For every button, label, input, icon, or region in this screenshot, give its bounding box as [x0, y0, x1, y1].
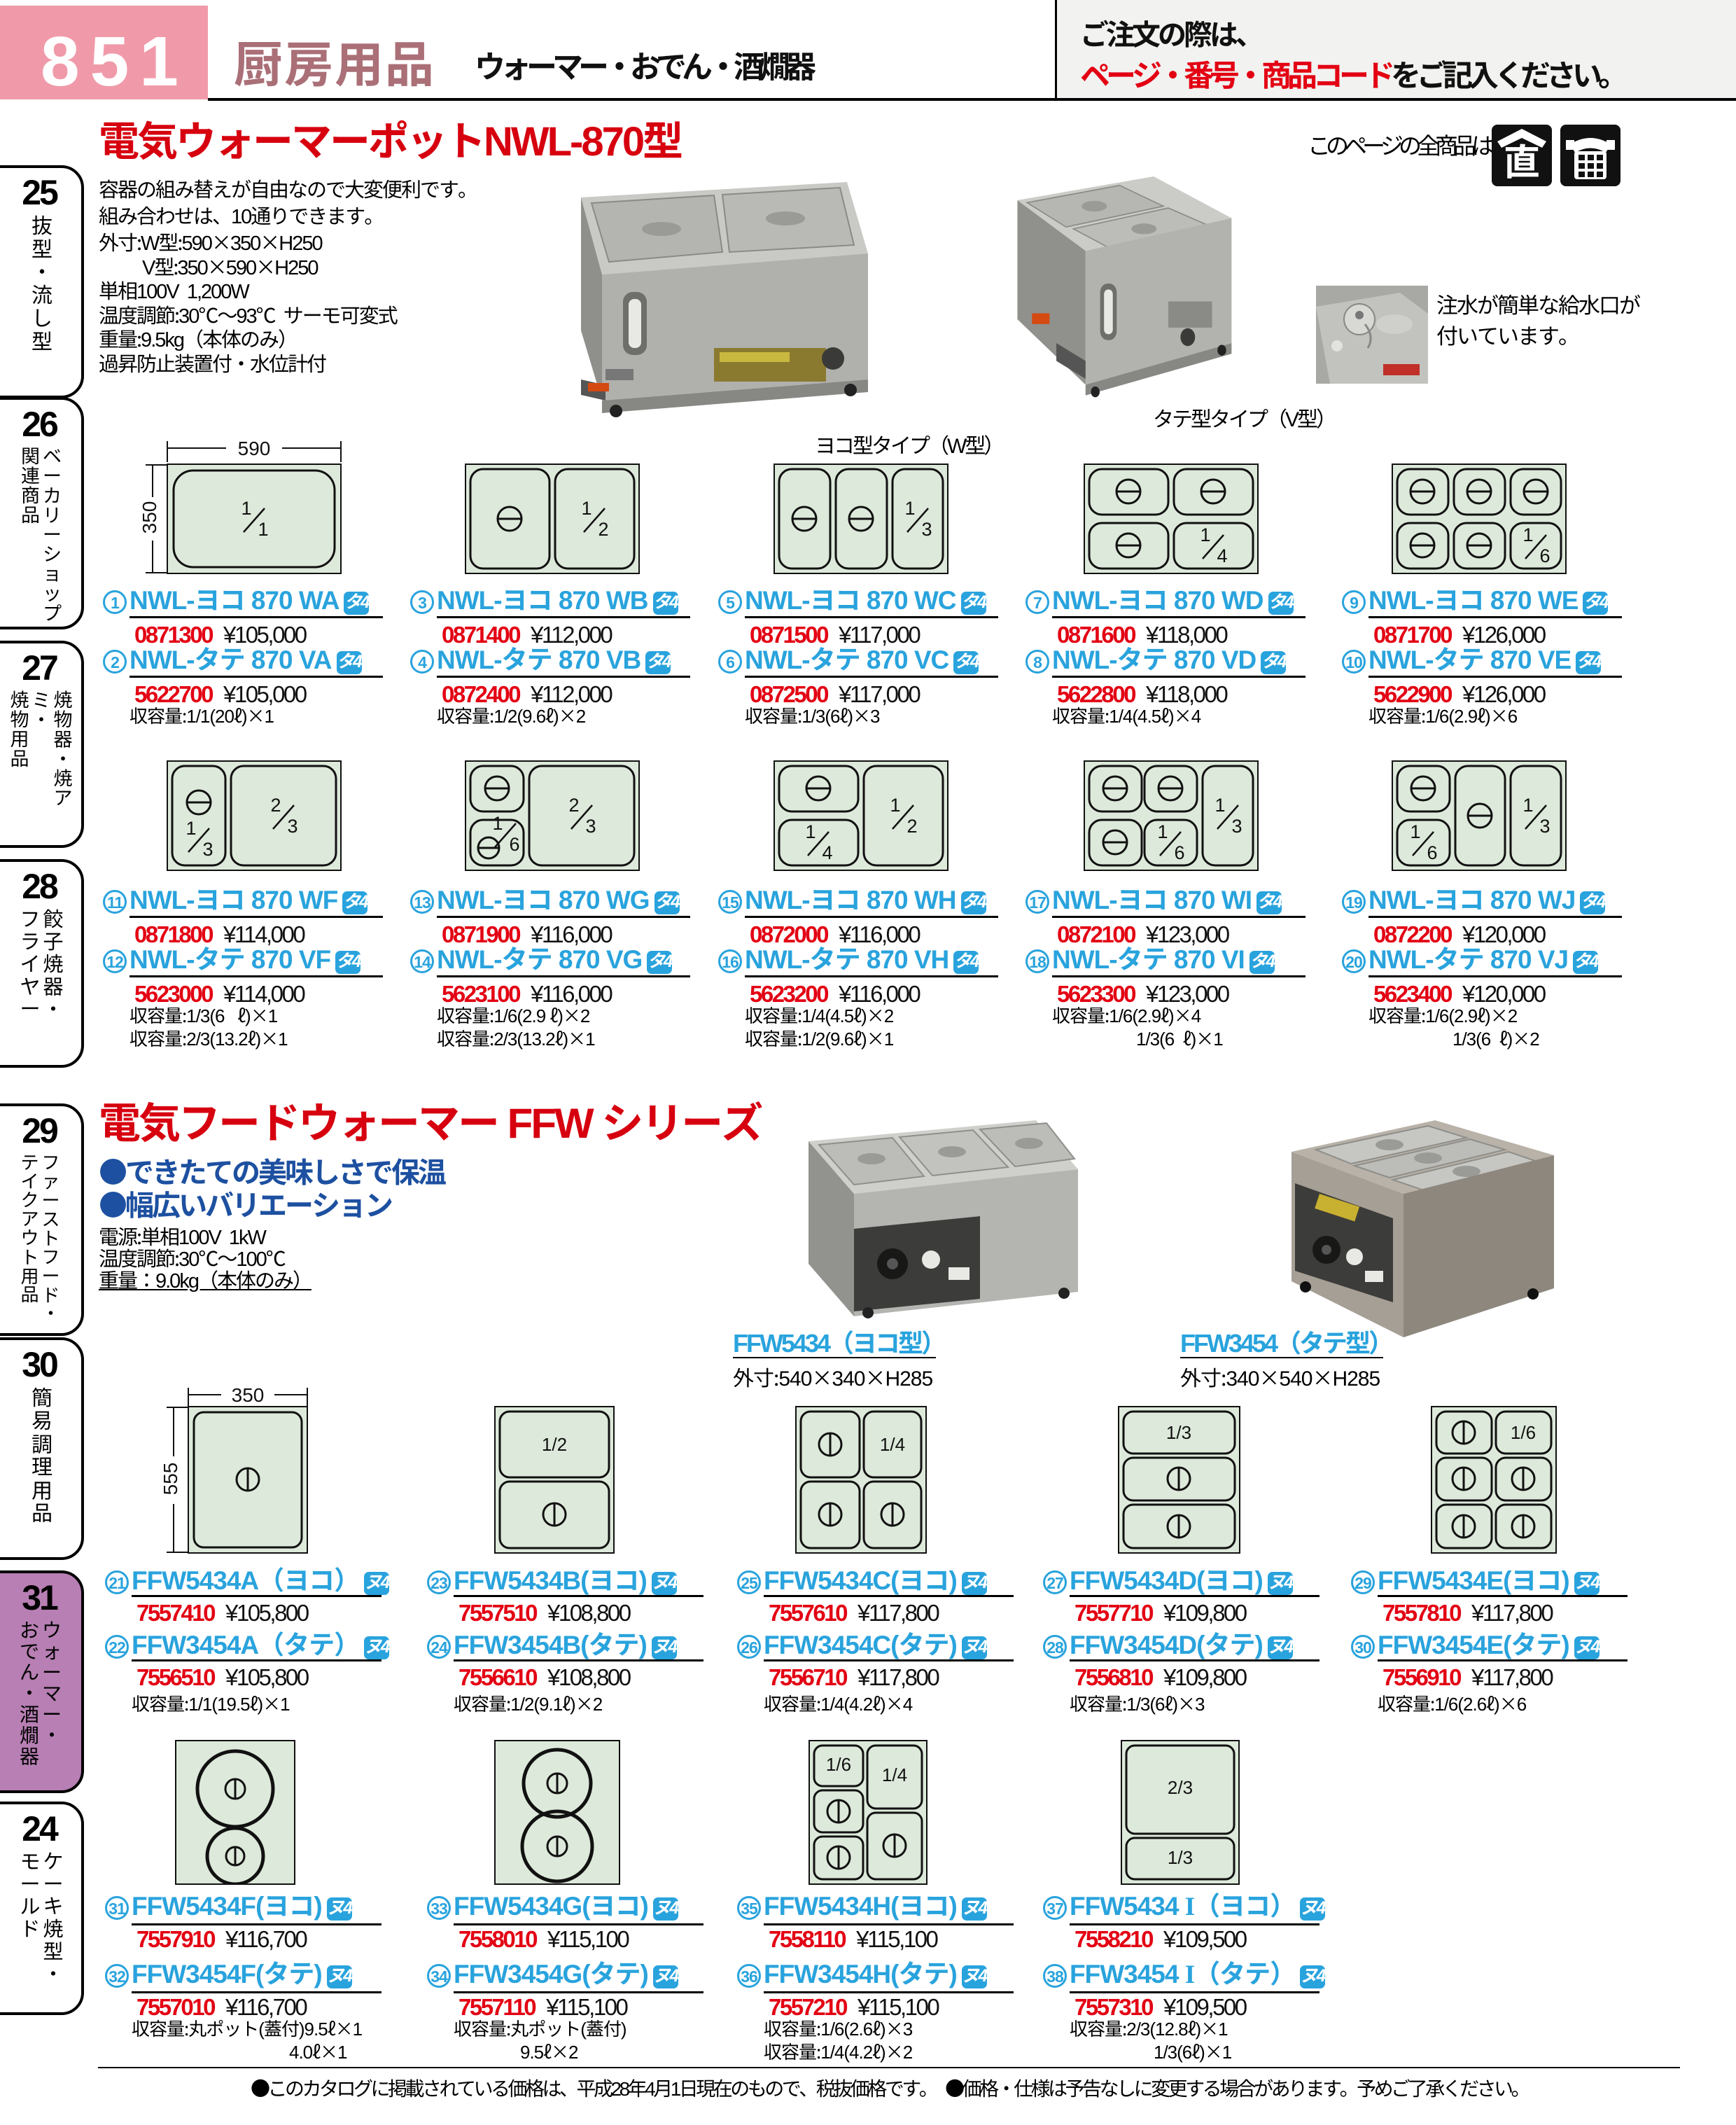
svg-text:3: 3: [1231, 816, 1242, 837]
svg-text:3: 3: [1539, 816, 1550, 837]
svg-text:1: 1: [1157, 821, 1168, 842]
svg-text:1/4: 1/4: [882, 1764, 907, 1785]
svg-text:555: 555: [160, 1463, 181, 1496]
svg-text:1/2: 1/2: [542, 1434, 567, 1455]
svg-text:3: 3: [202, 839, 213, 860]
svg-text:1: 1: [492, 813, 503, 834]
svg-text:1: 1: [890, 795, 900, 816]
svg-text:590: 590: [238, 438, 271, 459]
svg-text:3: 3: [287, 816, 298, 837]
svg-text:6: 6: [1174, 842, 1184, 863]
svg-text:2/3: 2/3: [1168, 1777, 1193, 1798]
svg-text:1/6: 1/6: [826, 1754, 851, 1775]
svg-text:1/3: 1/3: [1168, 1847, 1193, 1868]
svg-text:350: 350: [139, 501, 160, 534]
svg-text:4: 4: [1217, 545, 1227, 566]
svg-text:2: 2: [270, 795, 281, 816]
svg-text:1: 1: [805, 821, 816, 842]
svg-text:1: 1: [241, 498, 251, 519]
svg-text:1: 1: [186, 818, 196, 839]
svg-text:1/3: 1/3: [1166, 1422, 1191, 1443]
svg-text:2: 2: [598, 519, 608, 540]
svg-text:3: 3: [921, 519, 932, 540]
svg-text:6: 6: [1539, 545, 1550, 566]
svg-text:2: 2: [568, 795, 579, 816]
svg-text:6: 6: [1427, 842, 1437, 863]
svg-text:2: 2: [906, 816, 917, 837]
svg-text:350: 350: [232, 1384, 265, 1406]
svg-text:1: 1: [1200, 524, 1210, 545]
svg-text:1: 1: [904, 498, 915, 519]
svg-text:1: 1: [1410, 821, 1420, 842]
svg-text:1: 1: [1522, 524, 1533, 545]
svg-text:1: 1: [1522, 795, 1533, 816]
svg-text:1: 1: [1214, 795, 1225, 816]
svg-text:4: 4: [822, 842, 832, 863]
svg-text:1: 1: [258, 519, 268, 540]
svg-text:6: 6: [509, 834, 519, 855]
svg-text:3: 3: [585, 816, 596, 837]
svg-text:直: 直: [1504, 133, 1540, 186]
svg-text:1/6: 1/6: [1511, 1422, 1536, 1443]
svg-text:1/4: 1/4: [880, 1434, 905, 1455]
svg-text:1: 1: [581, 498, 592, 519]
